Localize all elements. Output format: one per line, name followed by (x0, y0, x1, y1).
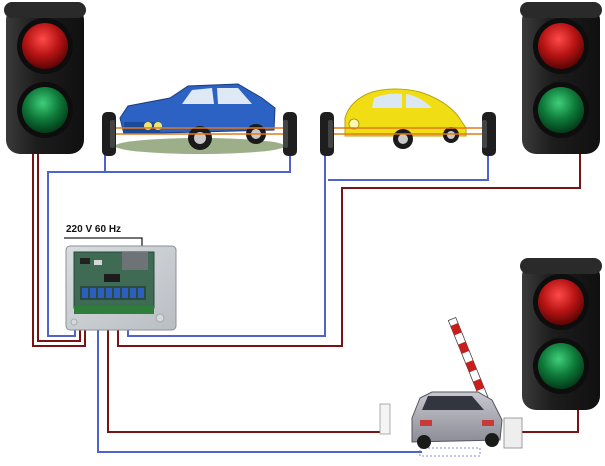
wire-right-light (117, 150, 581, 347)
traffic-light-icon (520, 258, 602, 410)
photocell-sensor-icon (482, 112, 496, 156)
blue-sedan-icon (115, 83, 285, 154)
control-board-icon (65, 245, 177, 331)
traffic-light-icon (4, 2, 86, 154)
wire-barrier-light (520, 405, 579, 433)
wire-right-sensor (328, 150, 489, 181)
photocell-sensor-icon (102, 112, 116, 156)
yellow-beetle-icon (344, 88, 467, 149)
gray-car-icon (411, 391, 503, 457)
wire-bottom-blue (97, 316, 422, 453)
wire-left-sensor (104, 150, 291, 173)
photocell-sensor-icon (320, 112, 334, 156)
photocell-beams (112, 127, 486, 135)
barrier-arm-icon (379, 316, 523, 449)
controller-voltage-label: 220 V 60 Hz (66, 224, 122, 235)
traffic-light-icon (520, 2, 602, 154)
wiring (32, 150, 581, 453)
photocell-sensor-icon (283, 112, 297, 156)
wire-bottom-red (107, 316, 380, 433)
